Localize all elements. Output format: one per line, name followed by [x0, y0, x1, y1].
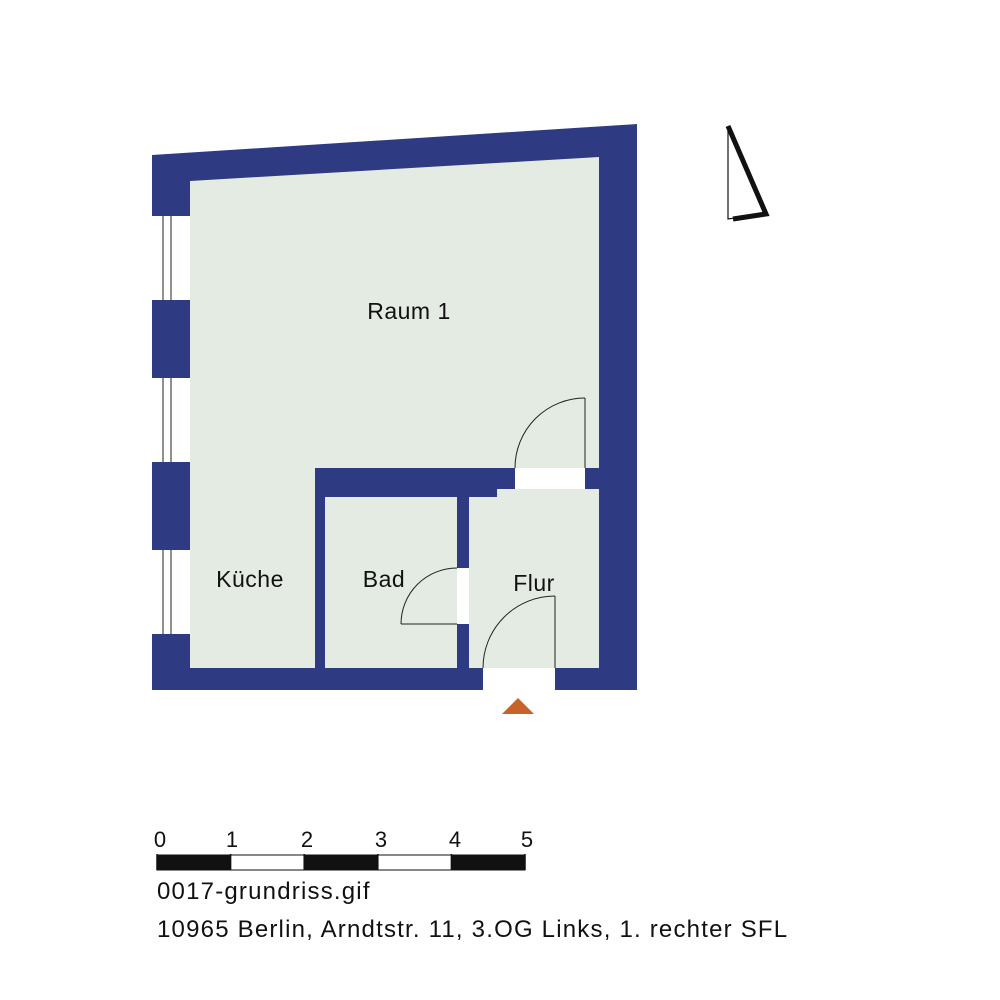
- scale-segment: [157, 855, 231, 870]
- scale-segment: [304, 855, 378, 870]
- scale-segment: [377, 855, 452, 870]
- window-2: [152, 378, 190, 462]
- north-arrow-icon: [725, 125, 770, 222]
- room-label-bad: Bad: [363, 566, 405, 592]
- scale-label-4: 4: [449, 827, 461, 852]
- entrance-triangle-icon: [502, 698, 534, 714]
- room-label-kueche: Küche: [216, 566, 284, 592]
- scale-label-5: 5: [521, 827, 533, 852]
- scale-label-3: 3: [375, 827, 387, 852]
- scale-label-1: 1: [226, 827, 238, 852]
- scale-bar: 0 1 2 3 4 5: [154, 827, 533, 871]
- door-opening-entrance: [483, 668, 555, 690]
- scale-label-2: 2: [301, 827, 313, 852]
- door-swing-entrance: [482, 595, 556, 669]
- scale-label-0: 0: [154, 827, 166, 852]
- scale-segment: [451, 855, 525, 870]
- caption-filename: 0017-grundriss.gif: [157, 878, 371, 905]
- window-1: [152, 216, 190, 300]
- floor-flur: [469, 489, 599, 668]
- door-opening-raum1-flur: [515, 468, 585, 489]
- room-label-flur: Flur: [513, 570, 555, 596]
- caption-address: 10965 Berlin, Arndtstr. 11, 3.OG Links, …: [157, 916, 789, 943]
- floor-bad: [325, 497, 457, 668]
- room-label-raum1: Raum 1: [367, 298, 451, 324]
- floor-raum1-kueche: [190, 157, 599, 668]
- door-swing-raum1: [514, 397, 586, 469]
- door-swing-bad: [400, 567, 458, 625]
- window-3: [152, 550, 190, 634]
- door-opening-bad-flur: [457, 568, 469, 624]
- scale-segment: [230, 855, 305, 870]
